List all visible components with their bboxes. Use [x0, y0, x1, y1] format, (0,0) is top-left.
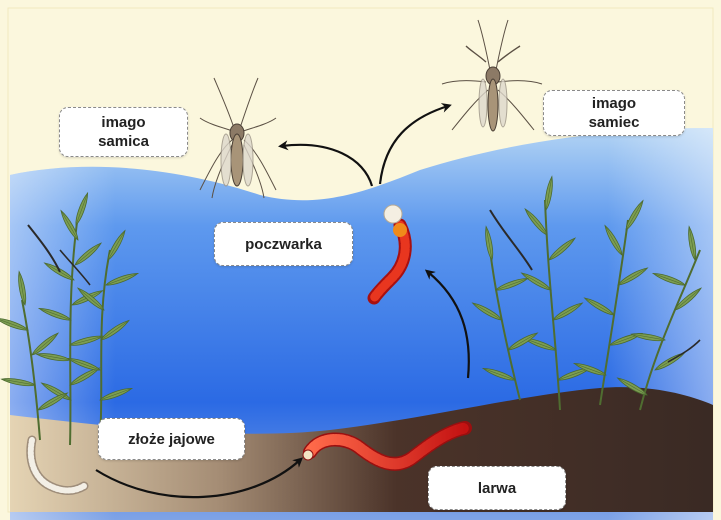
label-larva-text: larwa: [478, 479, 516, 498]
label-male-adult-line1: imago: [592, 94, 636, 113]
label-male-adult-line2: samiec: [589, 113, 640, 132]
label-female-adult-line1: imago: [101, 113, 145, 132]
label-larva: larwa: [428, 466, 566, 510]
label-egg-mass-text: złoże jajowe: [128, 430, 215, 449]
label-egg-mass: złoże jajowe: [98, 418, 245, 460]
label-female-adult: imago samica: [59, 107, 188, 157]
label-male-adult: imago samiec: [543, 90, 685, 136]
label-pupa: poczwarka: [214, 222, 353, 266]
label-pupa-text: poczwarka: [245, 235, 322, 254]
label-female-adult-line2: samica: [98, 132, 149, 151]
